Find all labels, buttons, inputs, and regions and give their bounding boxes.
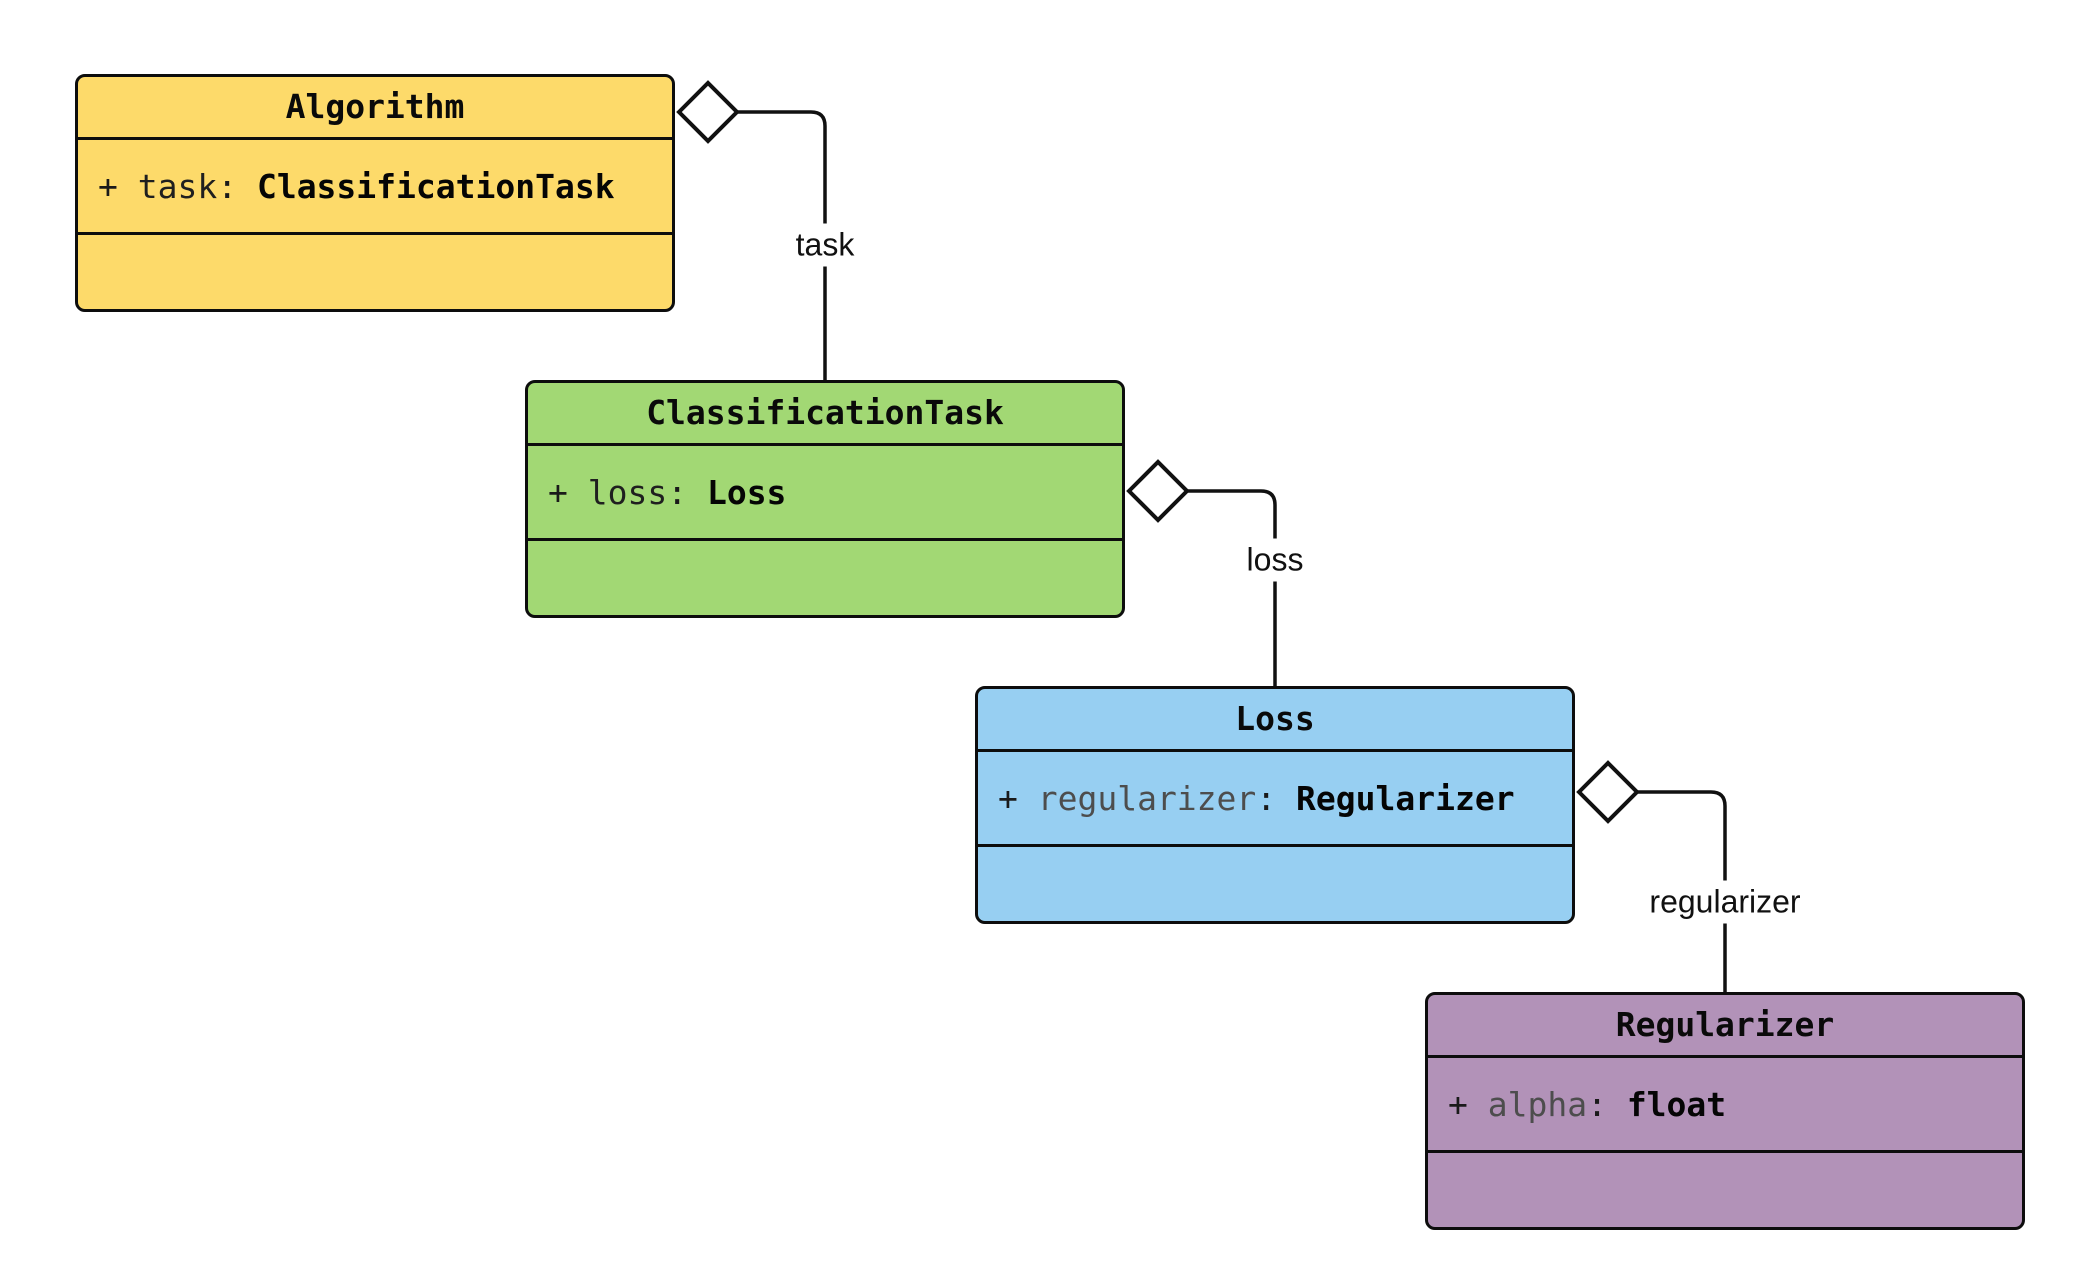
class-attribute: + regularizer: Regularizer [998,779,1515,818]
edge-label-task: task [786,223,864,267]
attribute-visibility: + [1448,1084,1468,1124]
attributes-compartment: + alpha: float [1428,1058,2022,1153]
attributes-compartment: + loss: Loss [528,446,1122,541]
class-title: Loss [978,689,1572,752]
attribute-visibility: + [998,778,1018,818]
methods-compartment [78,235,672,309]
class-box-classificationtask: ClassificationTask + loss: Loss [525,380,1125,618]
class-attribute: + loss: Loss [548,473,786,512]
methods-compartment [978,847,1572,921]
attribute-name: task [137,166,218,206]
attribute-type: Loss [706,472,787,512]
attribute-separator: : [1587,1084,1607,1124]
class-box-regularizer: Regularizer + alpha: float [1425,992,2025,1230]
attribute-separator: : [667,472,688,512]
class-attribute: + task: ClassificationTask [98,167,615,206]
attribute-type: float [1626,1084,1727,1124]
relationship-connector-loss [1187,489,1277,686]
aggregation-diamond-icon-regularizer [1576,760,1640,824]
attribute-type: ClassificationTask [256,166,615,206]
aggregation-diamond-icon-task [676,80,740,144]
methods-compartment [528,541,1122,615]
class-title: Regularizer [1428,995,2022,1058]
attribute-name: regularizer [1037,778,1257,818]
class-box-loss: Loss + regularizer: Regularizer [975,686,1575,924]
class-box-algorithm: Algorithm + task: ClassificationTask [75,74,675,312]
edge-label-regularizer: regularizer [1640,880,1810,924]
attribute-separator: : [217,166,238,206]
methods-compartment [1428,1153,2022,1227]
class-attribute: + alpha: float [1448,1085,1726,1124]
aggregation-diamond-icon-loss [1126,459,1190,523]
class-title: Algorithm [78,77,672,140]
edge-label-loss: loss [1237,538,1313,582]
attribute-name: alpha [1487,1084,1588,1124]
attribute-separator: : [1256,778,1277,818]
attribute-visibility: + [98,166,118,206]
attribute-name: loss [587,472,668,512]
attributes-compartment: + task: ClassificationTask [78,140,672,235]
attribute-type: Regularizer [1296,778,1515,818]
attributes-compartment: + regularizer: Regularizer [978,752,1572,847]
class-title: ClassificationTask [528,383,1122,446]
attribute-visibility: + [548,472,568,512]
